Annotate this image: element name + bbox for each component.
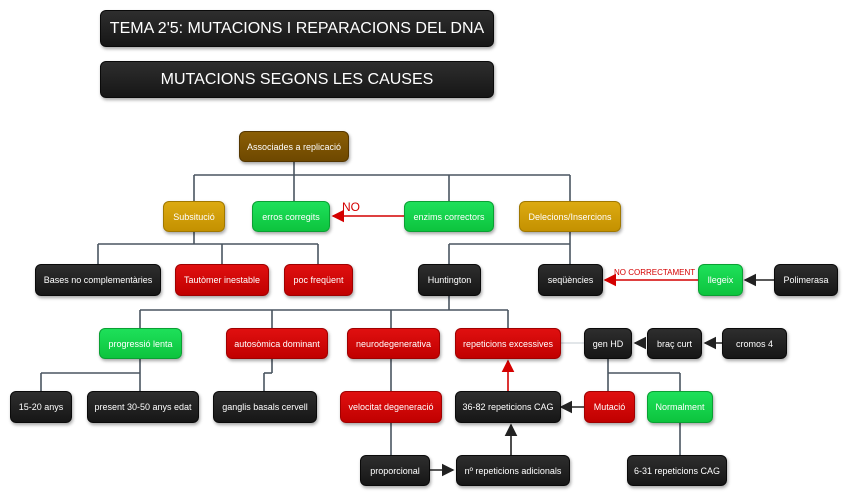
node-ganglis-basals[interactable]: ganglis basals cervell — [213, 391, 317, 423]
node-bases[interactable]: Bases no complementàries — [35, 264, 161, 296]
node-15-20-anys[interactable]: 15-20 anys — [10, 391, 72, 423]
node-delecions[interactable]: Delecions/Insercions — [519, 201, 621, 232]
node-erros-corregits[interactable]: erros corregits — [252, 201, 330, 232]
node-6-31-cag[interactable]: 6-31 repeticions CAG — [627, 455, 727, 486]
node-repeticions-adicionals[interactable]: nº repeticions adicionals — [456, 455, 570, 486]
node-subsitucio[interactable]: Subsitució — [163, 201, 225, 232]
node-cromos-4[interactable]: cromos 4 — [722, 328, 787, 359]
node-llegeix[interactable]: llegeix — [698, 264, 743, 296]
node-poc-frequent[interactable]: poc freqüent — [284, 264, 353, 296]
node-normalment[interactable]: Normalment — [647, 391, 713, 423]
label-no-correctament: NO CORRECTAMENT — [614, 268, 696, 277]
node-mutacio[interactable]: Mutació — [584, 391, 635, 423]
node-tautomer[interactable]: Tautòmer inestable — [175, 264, 269, 296]
node-associades[interactable]: Associades a replicació — [239, 131, 349, 162]
section-subtitle: MUTACIONS SEGONS LES CAUSES — [100, 61, 494, 98]
node-proporcional[interactable]: proporcional — [360, 455, 430, 486]
node-sequencies[interactable]: seqüències — [538, 264, 603, 296]
node-enzims-correctors[interactable]: enzims correctors — [404, 201, 494, 232]
node-velocitat-degeneracio[interactable]: velocitat degeneració — [340, 391, 442, 423]
node-present-30-50[interactable]: present 30-50 anys edat — [87, 391, 199, 423]
node-autosomica[interactable]: autosòmica dominant — [226, 328, 328, 359]
page-title: TEMA 2'5: MUTACIONS I REPARACIONS DEL DN… — [100, 10, 494, 47]
label-no: NO — [342, 200, 360, 214]
node-brac-curt[interactable]: braç curt — [647, 328, 702, 359]
node-progressio-lenta[interactable]: progressió lenta — [99, 328, 182, 359]
node-gen-hd[interactable]: gen HD — [584, 328, 632, 359]
node-neurodegenerativa[interactable]: neurodegenerativa — [347, 328, 440, 359]
node-huntington[interactable]: Huntington — [418, 264, 481, 296]
node-repeticions-excessives[interactable]: repeticions excessives — [455, 328, 561, 359]
node-polimerasa[interactable]: Polimerasa — [774, 264, 838, 296]
node-36-82-cag[interactable]: 36-82 repeticions CAG — [455, 391, 561, 423]
